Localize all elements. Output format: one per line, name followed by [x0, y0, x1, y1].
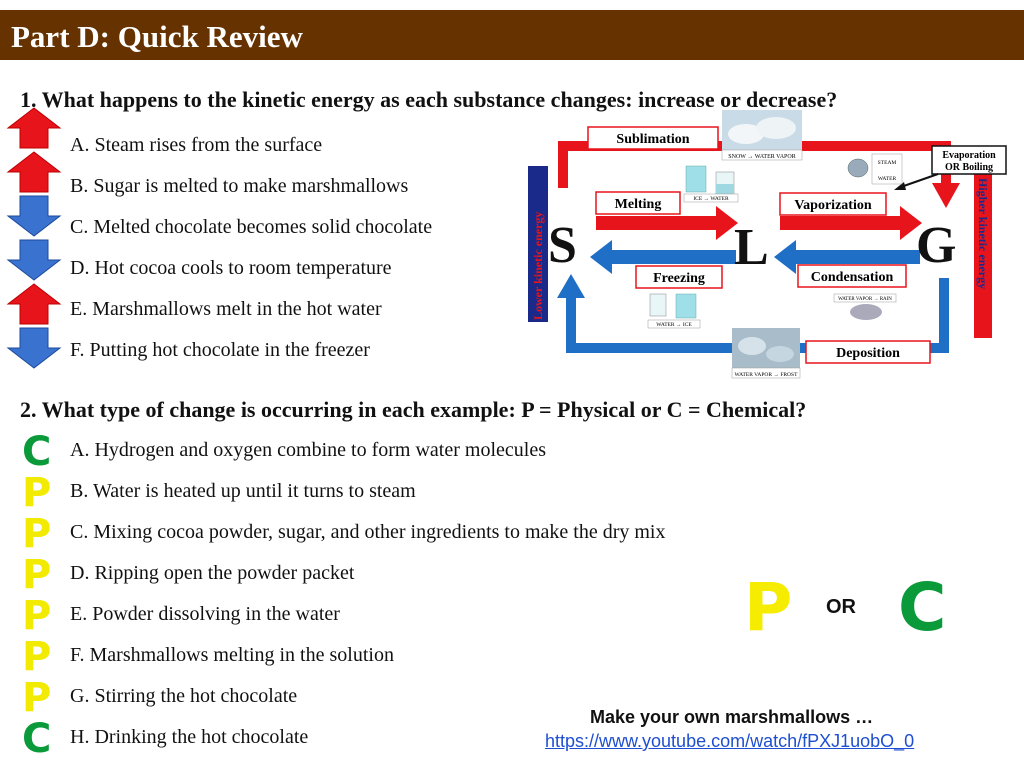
evaporation-label: Evaporation: [942, 150, 996, 161]
steam-caption: STEAM: [878, 160, 897, 166]
answer-letter-c: P: [22, 511, 52, 557]
vaporization-label: Vaporization: [794, 198, 871, 213]
phase-change-diagram: S L G Lower kinetic energy Higher kineti…: [528, 110, 1007, 379]
physical-legend-letter: P: [744, 569, 793, 646]
q1-item-f: F. Putting hot chocolate in the freezer: [70, 339, 370, 361]
marshmallow-text: Make your own marshmallows …: [590, 707, 874, 727]
rain-cloud-image: [850, 304, 882, 320]
answer-letter-d: P: [22, 552, 52, 598]
higher-energy-bar: [974, 172, 992, 338]
decrease-arrow-icon: [6, 239, 62, 281]
freezing-arrow: [612, 250, 736, 264]
q1-item-d: D. Hot cocoa cools to room temperature: [70, 257, 392, 279]
q1-item-c: C. Melted chocolate becomes solid chocol…: [70, 216, 433, 238]
deposition-arrowhead: [557, 274, 585, 298]
lower-kinetic-energy-label: Lower kinetic energy: [531, 212, 545, 320]
liquid-state-label: L: [734, 219, 769, 276]
answer-letter-g: P: [22, 675, 52, 721]
vapor-rain-caption: WATER VAPOR → RAIN: [838, 297, 892, 302]
youtube-link[interactable]: https://www.youtube.com/watch/fPXJ1uobO_…: [545, 731, 915, 751]
q1-item-b: B. Sugar is melted to make marshmallows: [70, 175, 409, 197]
q2-item-d: D. Ripping open the powder packet: [70, 562, 355, 584]
boiling-label: OR Boiling: [945, 162, 993, 173]
ice-image: [685, 165, 707, 193]
q2-item-c: C. Mixing cocoa powder, sugar, and other…: [70, 521, 666, 543]
answer-letter-f: P: [22, 634, 52, 680]
decrease-arrow-icon: [6, 327, 62, 369]
answer-letter-h: C: [22, 716, 52, 762]
question-1: 1. What happens to the kinetic energy as…: [20, 87, 838, 112]
q2-item-b: B. Water is heated up until it turns to …: [70, 480, 416, 502]
answer-letter-e: P: [22, 593, 52, 639]
q2-item-e: E. Powder dissolving in the water: [70, 603, 340, 625]
snow-caption: SNOW → WATER VAPOR: [728, 154, 795, 160]
condensation-label: Condensation: [811, 270, 894, 285]
q2-item-f: F. Marshmallows melting in the solution: [70, 644, 394, 666]
title-bar: Part D: Quick Review: [0, 10, 1024, 60]
solid-state-label: S: [548, 217, 577, 274]
increase-arrow-icon: [6, 151, 62, 193]
increase-arrow-icon: [6, 283, 62, 325]
increase-arrow-icon: [6, 107, 62, 149]
higher-kinetic-energy-label: Higher kinetic energy: [976, 178, 990, 289]
gas-state-label: G: [916, 217, 956, 274]
or-label: OR: [826, 596, 856, 618]
page-title: Part D: Quick Review: [11, 19, 303, 54]
q1-item-e: E. Marshmallows melt in the hot water: [70, 298, 382, 320]
steam-image: [847, 158, 869, 178]
melting-label: Melting: [615, 197, 662, 212]
q2-item-a: A. Hydrogen and oxygen combine to form w…: [70, 439, 546, 461]
vaporization-arrow: [780, 216, 900, 230]
chemical-legend-letter: C: [898, 569, 947, 646]
q1-item-a: A. Steam rises from the surface: [70, 134, 323, 156]
condensation-arrow: [796, 250, 920, 264]
deposition-label: Deposition: [836, 346, 900, 361]
q2-item-h: H. Drinking the hot chocolate: [70, 726, 309, 748]
question-2: 2. What type of change is occurring in e…: [20, 397, 807, 422]
water-ice-caption: WATER → ICE: [656, 322, 692, 328]
answer-letter-b: P: [22, 470, 52, 516]
answer-letter-a: C: [22, 429, 52, 475]
sublimation-label: Sublimation: [616, 132, 689, 147]
decrease-arrow-icon: [6, 195, 62, 237]
water-caption: WATER: [878, 176, 897, 182]
q2-item-g: G. Stirring the hot chocolate: [70, 685, 298, 707]
melting-arrow: [596, 216, 716, 230]
freezing-label: Freezing: [653, 271, 705, 286]
vapor-frost-caption: WATER VAPOR → FROST: [735, 372, 799, 378]
ice-water-caption: ICE → WATER: [693, 196, 729, 202]
water-ice-image: [649, 293, 667, 317]
sublimation-arrowhead: [932, 183, 960, 208]
lower-energy-bar: [528, 166, 548, 322]
